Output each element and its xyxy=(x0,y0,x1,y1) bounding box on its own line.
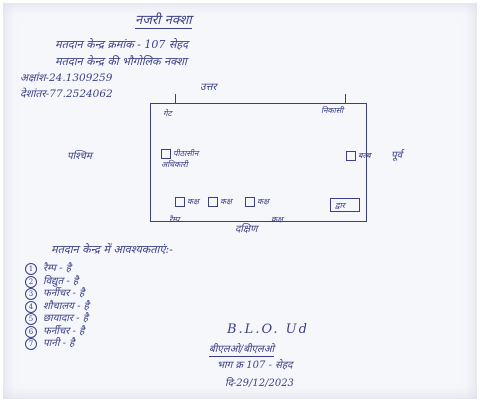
booth-line: मतदान केन्द्र क्रमांक - 107 सेहद xyxy=(55,38,188,51)
direction-north: उत्तर xyxy=(200,82,217,93)
amenities-heading: मतदान केन्द्र में आवश्यकताएं:- xyxy=(51,243,173,256)
room-icon xyxy=(245,197,255,207)
door-box: द्वार xyxy=(330,198,360,212)
room-icon xyxy=(175,197,185,207)
bulb-icon xyxy=(346,151,356,161)
gate-label: गेट xyxy=(163,109,172,118)
gate-arrow xyxy=(175,94,176,104)
signature-date: दि-29/12/2023 xyxy=(225,378,294,389)
polling-officer-label: पीठासीन अधिकारी xyxy=(161,149,199,169)
latitude-text: अक्षांश-24.1309259 xyxy=(20,72,113,84)
door-label: द्वार xyxy=(335,201,345,210)
room-label-1: कक्ष xyxy=(175,196,199,207)
exit-arrow xyxy=(345,94,346,104)
signature-blo: B.L.O. Ud xyxy=(227,322,309,337)
direction-south: दक्षिण xyxy=(235,224,258,235)
exit-label: निकासी xyxy=(321,106,344,115)
polling-officer-icon xyxy=(161,149,171,159)
building-outline: गेट निकासी पीठासीन अधिकारी बल्ब कक्ष कक्… xyxy=(150,103,371,224)
direction-east: पूर्व xyxy=(391,150,403,161)
room-label-4: कक्ष xyxy=(271,215,283,224)
room-label-2: कक्ष xyxy=(208,196,232,207)
subtitle: मतदान केन्द्र की भौगोलिक नक्शा xyxy=(55,55,187,68)
document-paper: नजरी नक्शा मतदान केन्द्र क्रमांक - 107 स… xyxy=(3,3,477,399)
room-label-3: कक्ष xyxy=(245,196,269,207)
longitude-text: देशांतर-77.2524062 xyxy=(20,88,113,100)
bulb-label: बल्ब xyxy=(346,150,371,161)
ramp-label: रैम्प xyxy=(169,215,180,224)
room-icon xyxy=(208,197,218,207)
signature-line-2: भाग क्र 107 - सेहद xyxy=(217,360,293,371)
document-title: नजरी नक्शा xyxy=(135,13,192,29)
signature-line-1: बीएलओ/बीएलओ xyxy=(209,344,275,357)
direction-west: पश्चिम xyxy=(67,151,92,162)
